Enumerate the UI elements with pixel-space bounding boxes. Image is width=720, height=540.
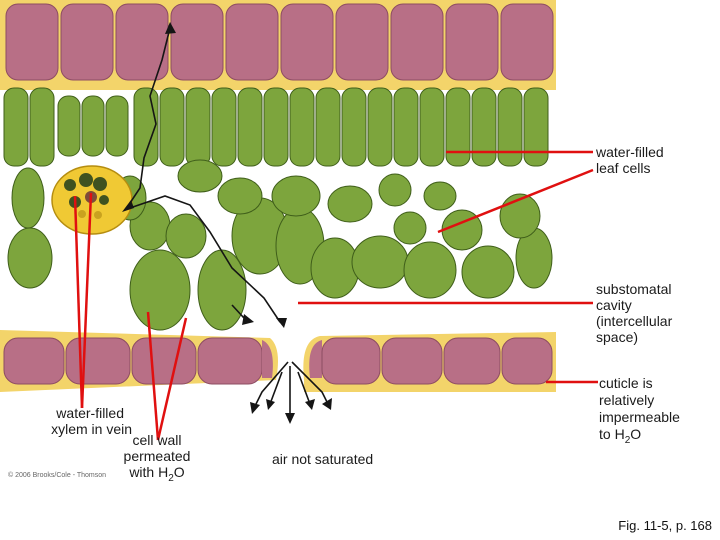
label-air-not-saturated: air not saturated: [272, 451, 374, 467]
epidermis-cell: [381, 337, 443, 385]
epidermis-cell: [501, 337, 553, 385]
epidermis-cell: [225, 3, 279, 81]
palisade-cell: [29, 87, 55, 167]
spongy-cell: [327, 185, 373, 223]
pointer-lines: [73, 150, 598, 441]
label-cell-wall: cell wall permeated with H2O: [123, 432, 191, 484]
palisade-mesophyll: [3, 87, 549, 167]
palisade-cell: [263, 87, 289, 167]
palisade-cell: [81, 95, 105, 157]
spongy-cell: [351, 235, 409, 289]
epidermis-cell: [197, 337, 263, 385]
epidermis-cell: [335, 3, 389, 81]
epidermis-cell: [115, 3, 169, 81]
palisade-cell: [211, 87, 237, 167]
arrow-heads: [122, 22, 332, 424]
epidermis-cell: [445, 3, 499, 81]
epidermis-cell: [500, 3, 554, 81]
epidermis-cell: [60, 3, 114, 81]
palisade-cell: [523, 87, 549, 167]
palisade-cell: [105, 95, 129, 157]
epidermis-cell: [321, 337, 381, 385]
spongy-cell: [11, 167, 45, 229]
spongy-cell: [423, 181, 457, 211]
spongy-cell: [499, 193, 541, 239]
epidermis-cell: [131, 337, 197, 385]
spongy-cell: [271, 175, 321, 217]
palisade-cell: [237, 87, 263, 167]
spongy-mesophyll: [7, 159, 553, 331]
figure-reference: Fig. 11-5, p. 168: [618, 518, 712, 533]
palisade-cell: [367, 87, 393, 167]
upper-epidermis: [5, 3, 554, 81]
spongy-cell: [461, 245, 515, 299]
spongy-cell: [403, 241, 457, 299]
palisade-cell: [185, 87, 211, 167]
spongy-cell: [177, 159, 223, 193]
epidermis-cell: [443, 337, 501, 385]
spongy-cell: [165, 213, 207, 259]
spongy-cell: [217, 177, 263, 215]
copyright-notice: © 2006 Brooks/Cole - Thomson: [8, 472, 107, 479]
spongy-cell: [378, 173, 412, 207]
spongy-cell: [129, 249, 191, 331]
epidermis-cell: [280, 3, 334, 81]
guard-cell: [262, 340, 273, 378]
label-leaf-cells: water-filled leaf cells: [596, 144, 664, 176]
epidermis-cell: [5, 3, 59, 81]
palisade-cell: [3, 87, 29, 167]
palisade-cell: [393, 87, 419, 167]
vein-xylem: [51, 165, 133, 235]
palisade-cell: [341, 87, 367, 167]
spongy-cell: [7, 227, 53, 289]
label-cuticle: cuticle is relatively impermeable to H2O: [599, 375, 680, 446]
spongy-cell: [393, 211, 427, 245]
palisade-cell: [159, 87, 185, 167]
spongy-cell: [310, 237, 360, 299]
epidermis-cell: [65, 337, 131, 385]
spongy-cell: [197, 249, 247, 331]
palisade-cell: [497, 87, 523, 167]
epidermis-cell: [170, 3, 224, 81]
epidermis-cell: [3, 337, 65, 385]
palisade-cell: [315, 87, 341, 167]
palisade-cell: [445, 87, 471, 167]
palisade-cell: [419, 87, 445, 167]
palisade-cell: [471, 87, 497, 167]
label-xylem: water-filled xylem in vein: [51, 405, 132, 437]
label-substomatal-cavity: substomatal cavity (intercellular space): [596, 281, 673, 345]
epidermis-cell: [390, 3, 444, 81]
palisade-cell: [289, 87, 315, 167]
guard-cell: [309, 340, 322, 378]
palisade-cell: [57, 95, 81, 157]
